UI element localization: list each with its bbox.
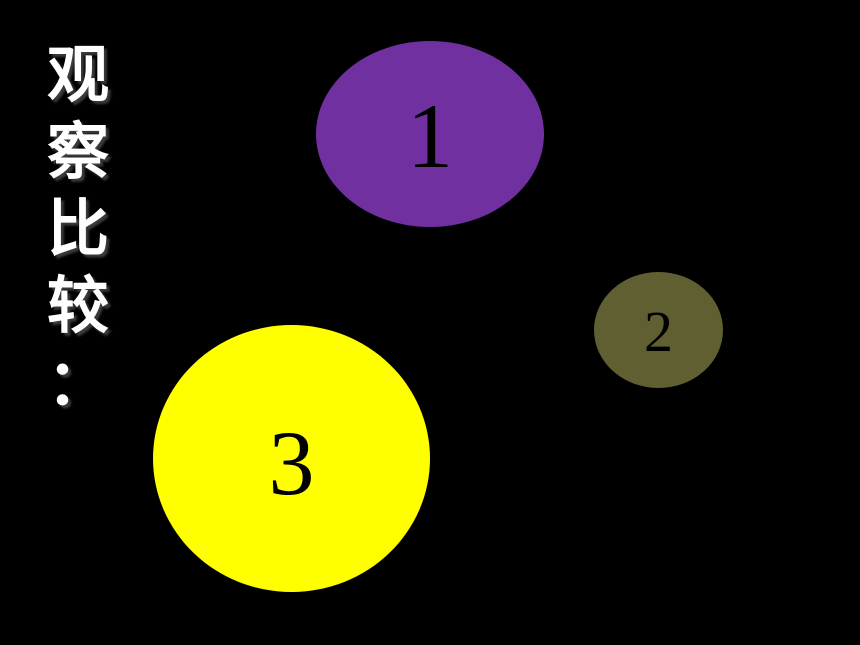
title-char-4: 较 — [46, 269, 109, 342]
title-char-2: 察 — [46, 115, 109, 188]
title-char-3: 比 — [46, 192, 109, 265]
title-colon: ： — [46, 346, 109, 419]
ellipse-3-label: 3 — [268, 411, 315, 514]
title-char-1: 观 — [46, 38, 109, 111]
vertical-title: 观 察 比 较 ： — [42, 36, 114, 421]
ellipse-2: 2 — [594, 272, 723, 388]
ellipse-1-label: 1 — [407, 85, 453, 187]
ellipse-2-label: 2 — [644, 299, 673, 364]
ellipse-3: 3 — [153, 325, 430, 592]
ellipse-1: 1 — [316, 41, 544, 227]
